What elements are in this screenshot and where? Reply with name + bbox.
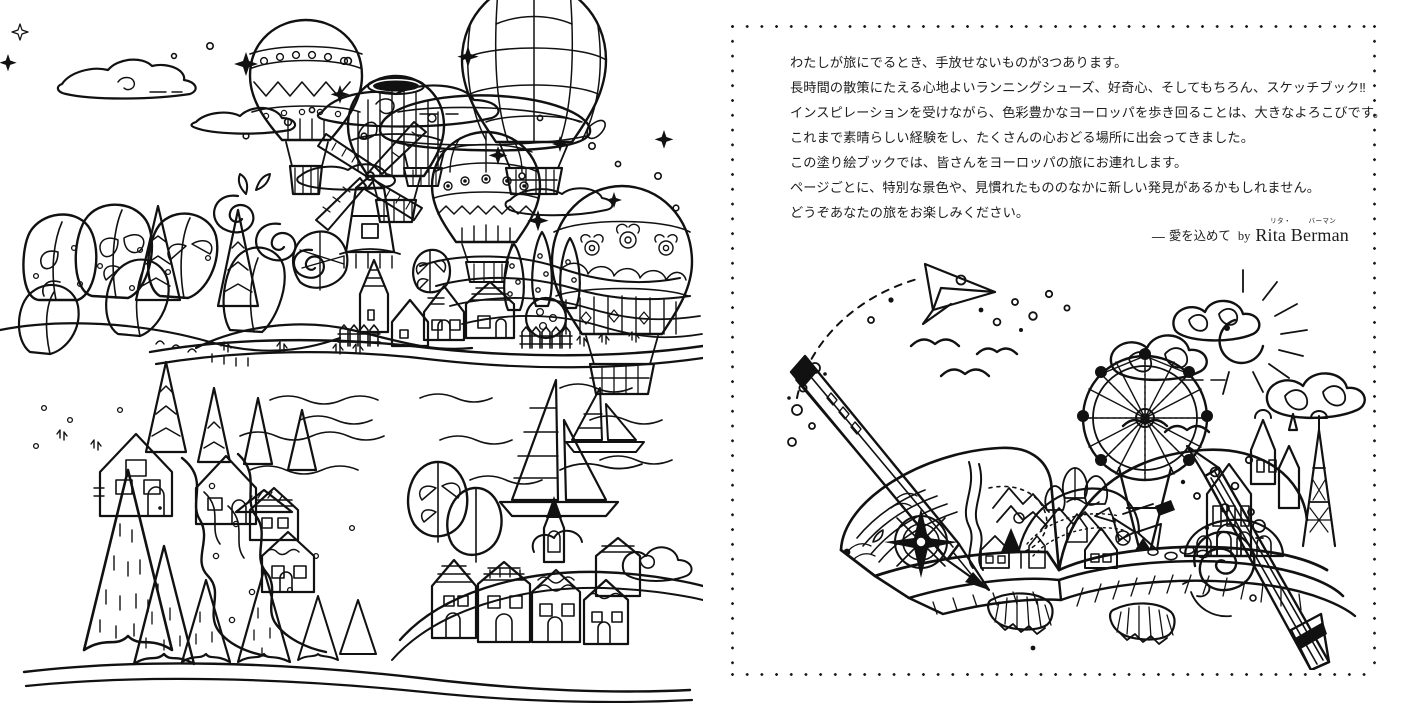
cypress-tree-group <box>503 230 581 340</box>
sailboat <box>565 387 645 453</box>
author-name-ruby: リタ・ バーマン <box>1255 218 1349 226</box>
intro-line: 長時間の散策にたえる心地よいランニングシューズ、好奇心、そしてもちろん、スケッチ… <box>790 80 1366 95</box>
intro-line: これまで素晴らしい経験をし、たくさんの心おどる場所に出会ってきました。 <box>790 130 1255 145</box>
open-book-line-art <box>787 262 1366 670</box>
house <box>980 512 1046 569</box>
spiral-tree-group <box>213 173 325 279</box>
lower-village <box>391 496 703 661</box>
cloud-group <box>1109 299 1366 420</box>
mountain <box>1017 487 1141 557</box>
hot-air-balloon <box>11 18 364 196</box>
ruby-last-name: バーマン <box>1308 218 1337 225</box>
hot-air-balloon <box>346 74 446 224</box>
cityscape-popup <box>1017 348 1337 569</box>
landscape-line-art <box>0 0 703 703</box>
right-page: わたしが旅にでるとき、手放せないものが3つあります。 長時間の散策にたえる心地よ… <box>703 0 1406 703</box>
sailboat <box>498 378 620 518</box>
foreground-ground-lines <box>22 662 694 703</box>
left-page-illustration <box>0 0 703 703</box>
spiral <box>1190 530 1256 618</box>
stylized-forest <box>17 173 325 356</box>
ground-details <box>32 331 640 594</box>
intro-line: ページごとに、特別な景色や、見慣れたもののなかに新しい発見があるかもしれません。 <box>790 180 1321 195</box>
frame-bottom-edge <box>731 673 1376 676</box>
pencil <box>1185 444 1331 670</box>
windmill <box>315 121 427 269</box>
compass-rose <box>884 508 958 578</box>
ferris-wheel <box>1077 348 1213 550</box>
intro-message: わたしが旅にでるとき、手放せないものが3つあります。 長時間の散策にたえる心地よ… <box>790 50 1387 225</box>
pine-tree-group <box>82 360 503 666</box>
frame-top-edge <box>731 25 1376 28</box>
author-name: Rita Berman <box>1255 225 1349 245</box>
intro-line: わたしが旅にでるとき、手放せないものが3つあります。 <box>790 55 1128 70</box>
airship <box>358 94 606 187</box>
pencil <box>789 354 991 592</box>
pencil-shaving <box>1109 602 1176 645</box>
intro-line: どうぞあなたの旅をお楽しみください。 <box>790 205 1030 220</box>
open-book-illustration <box>783 250 1383 670</box>
ferris-cabin-group <box>1077 348 1213 466</box>
hot-air-balloon <box>550 184 694 396</box>
hills-and-fields <box>0 255 703 367</box>
paper-airplane <box>921 262 997 326</box>
frame-left-edge <box>731 25 734 676</box>
forest-houses <box>93 432 316 594</box>
signature-dash: — <box>1151 229 1165 244</box>
tree-group <box>1044 467 1109 511</box>
map-page <box>843 461 1109 578</box>
hot-air-balloon <box>460 0 608 196</box>
open-book <box>839 348 1357 618</box>
signature-by: by <box>1237 229 1251 243</box>
tower-group <box>1249 409 1337 548</box>
signature-closing: 愛を込めて <box>1168 229 1231 243</box>
tall-tree-group <box>17 246 286 356</box>
city-house-group <box>1066 500 1175 569</box>
ruby-first-name: リタ・ <box>1270 218 1291 225</box>
author-signature: — 愛を込めて by リタ・ バーマン Rita Berman <box>1152 218 1349 245</box>
pencil-shaving <box>987 592 1054 635</box>
hillside-village <box>291 230 581 349</box>
windmill-blades <box>315 121 427 231</box>
intro-line: この塗り絵ブックでは、皆さんをヨーロッパの旅にお連れします。 <box>790 155 1188 170</box>
sun <box>1218 269 1308 395</box>
lake <box>148 338 703 485</box>
intro-line: インスピレーションを受けながら、色彩豊かなヨーロッパを歩き回ることは、大きなよろ… <box>790 105 1387 120</box>
author-name-block: リタ・ バーマン Rita Berman <box>1255 218 1349 245</box>
